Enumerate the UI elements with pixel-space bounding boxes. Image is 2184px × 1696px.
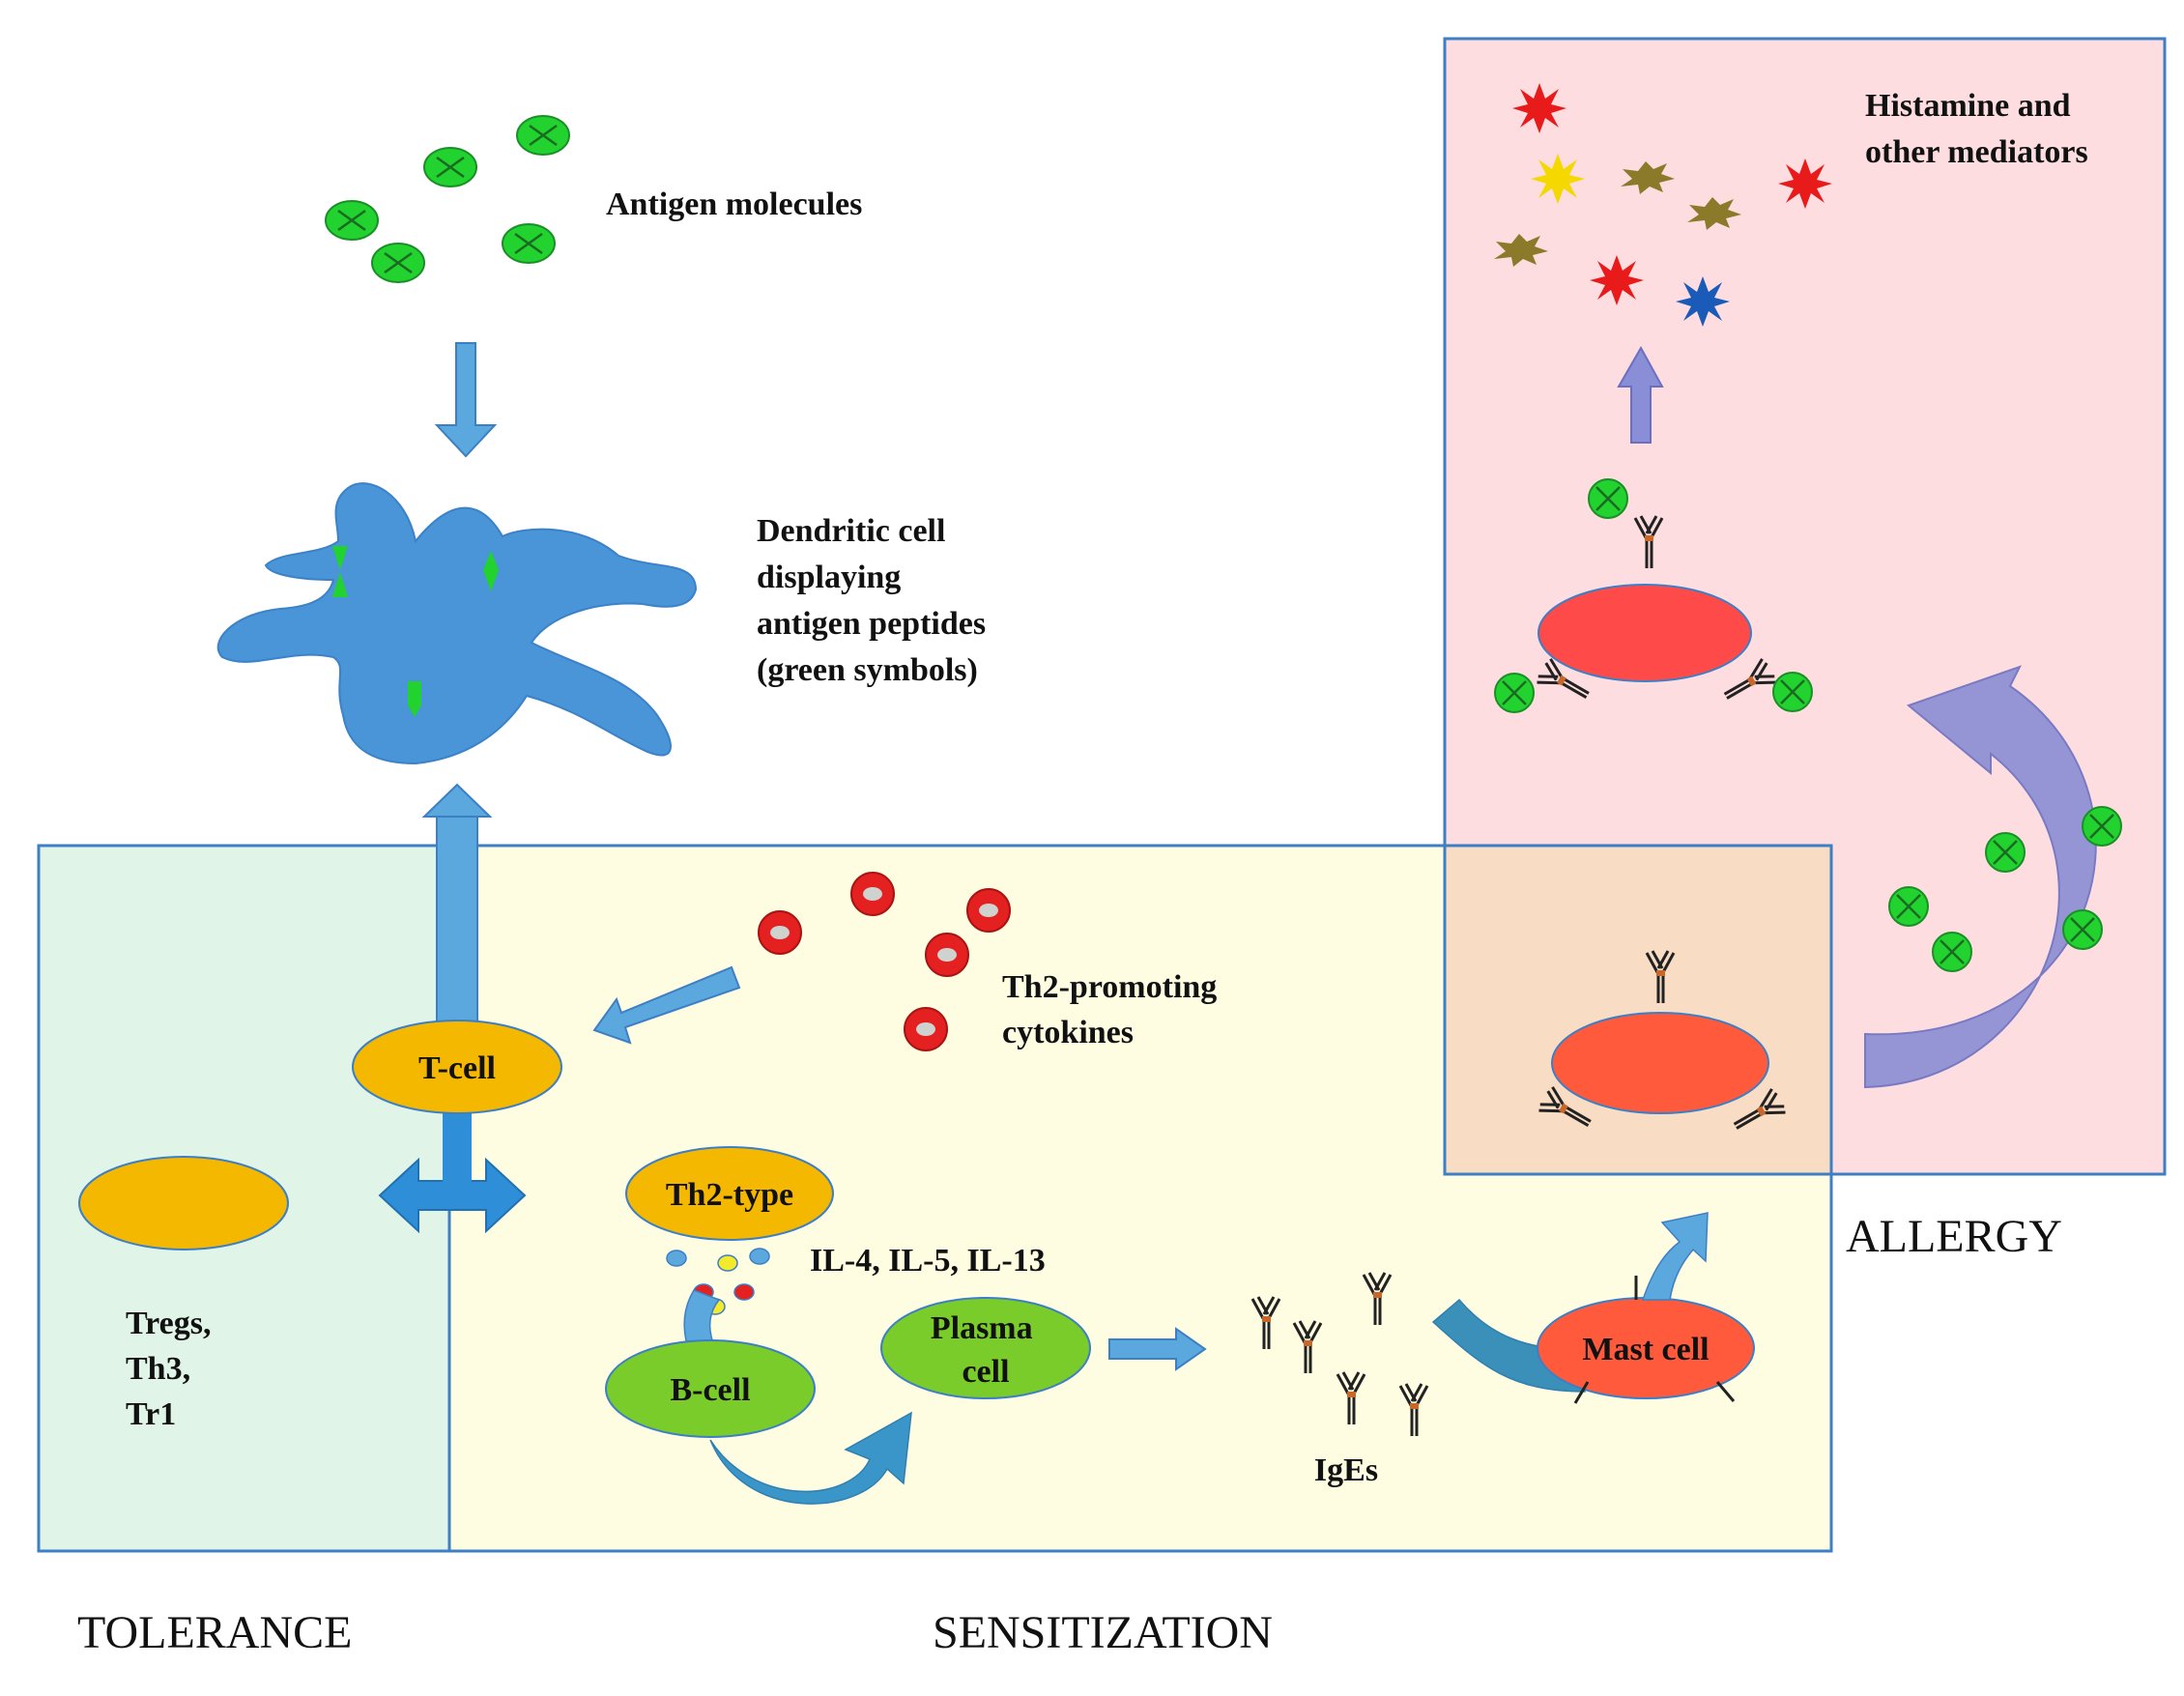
antigen-icon bbox=[1493, 672, 1536, 714]
sensitized-mast-cell bbox=[1551, 1012, 1769, 1114]
antigen-icon bbox=[501, 222, 557, 265]
sensitization-region-label: SENSITIZATION bbox=[933, 1607, 1273, 1658]
antigen-icon bbox=[2081, 805, 2123, 848]
antigen-icon bbox=[2061, 908, 2104, 951]
antigen-molecules-label: Antigen molecules bbox=[606, 187, 862, 222]
plasma-cell bbox=[880, 1297, 1091, 1399]
cytokine-icon bbox=[925, 933, 969, 977]
antigen-peptide-icon bbox=[332, 572, 348, 597]
arrow-antigen-to-dendritic bbox=[434, 342, 498, 458]
allergy-region-label: ALLERGY bbox=[1846, 1211, 2062, 1262]
antigen-icon bbox=[1771, 671, 1814, 713]
t-cell-label: T-cell bbox=[418, 1050, 496, 1086]
arrow-mastcell-to-mediators bbox=[1617, 345, 1664, 444]
b-cell-label: B-cell bbox=[670, 1372, 750, 1408]
th2-type-cell bbox=[625, 1146, 834, 1241]
tregs-label: Tregs, Th3, Tr1 bbox=[126, 1306, 219, 1432]
arrow-bcell-to-plasma bbox=[709, 1411, 912, 1505]
arrow-cytokines-to-tcell bbox=[592, 965, 741, 1045]
antigen-peptide-icon bbox=[408, 681, 421, 717]
b-cell bbox=[605, 1339, 816, 1438]
arrow-antigen-to-allergy-mastcell bbox=[1864, 665, 2097, 1089]
iges-label: IgEs bbox=[1314, 1452, 1378, 1488]
treg-cell bbox=[78, 1156, 289, 1250]
histamine-label: Histamine and other mediators bbox=[1865, 88, 2088, 170]
antigen-molecules bbox=[324, 114, 571, 284]
antigen-peptide-icon bbox=[483, 551, 499, 591]
t-cell bbox=[352, 1020, 562, 1114]
overlap-panel bbox=[1443, 844, 1833, 1176]
cytokine-icon bbox=[904, 1007, 948, 1051]
th2-type-label: Th2-type bbox=[666, 1177, 793, 1213]
antigen-icon bbox=[1587, 477, 1629, 520]
arrow-mastcell-to-allergy bbox=[1641, 1212, 1709, 1301]
antigen-icon bbox=[422, 146, 478, 188]
plasma-cell-label: Plasma cell bbox=[931, 1310, 1041, 1390]
antigen-icon bbox=[515, 114, 571, 157]
mast-cell-label: Mast cell bbox=[1582, 1332, 1709, 1367]
antigen-icon bbox=[1887, 885, 1930, 928]
antigen-icon bbox=[324, 199, 380, 242]
cytokine-icon bbox=[966, 888, 1011, 933]
arrow-tcell-branch bbox=[378, 1157, 527, 1234]
antigen-peptide-icon bbox=[332, 546, 348, 570]
cytokine-icon bbox=[758, 910, 802, 955]
dendritic-cell-label: Dendritic cell displaying antigen peptid… bbox=[757, 513, 994, 688]
dendritic-cell bbox=[216, 482, 698, 765]
antigen-icon bbox=[1984, 831, 2026, 874]
activated-mast-cell bbox=[1537, 584, 1752, 682]
cytokine-icon bbox=[850, 872, 895, 916]
th2-cytokines-label: Th2-promoting cytokines bbox=[1002, 969, 1225, 1050]
antigen-icon bbox=[1931, 931, 1973, 973]
interleukins-label: IL-4, IL-5, IL-13 bbox=[810, 1243, 1046, 1279]
tolerance-region-label: TOLERANCE bbox=[77, 1607, 352, 1658]
antigen-icon bbox=[370, 242, 426, 284]
arrow-plasma-to-iges bbox=[1108, 1327, 1207, 1371]
